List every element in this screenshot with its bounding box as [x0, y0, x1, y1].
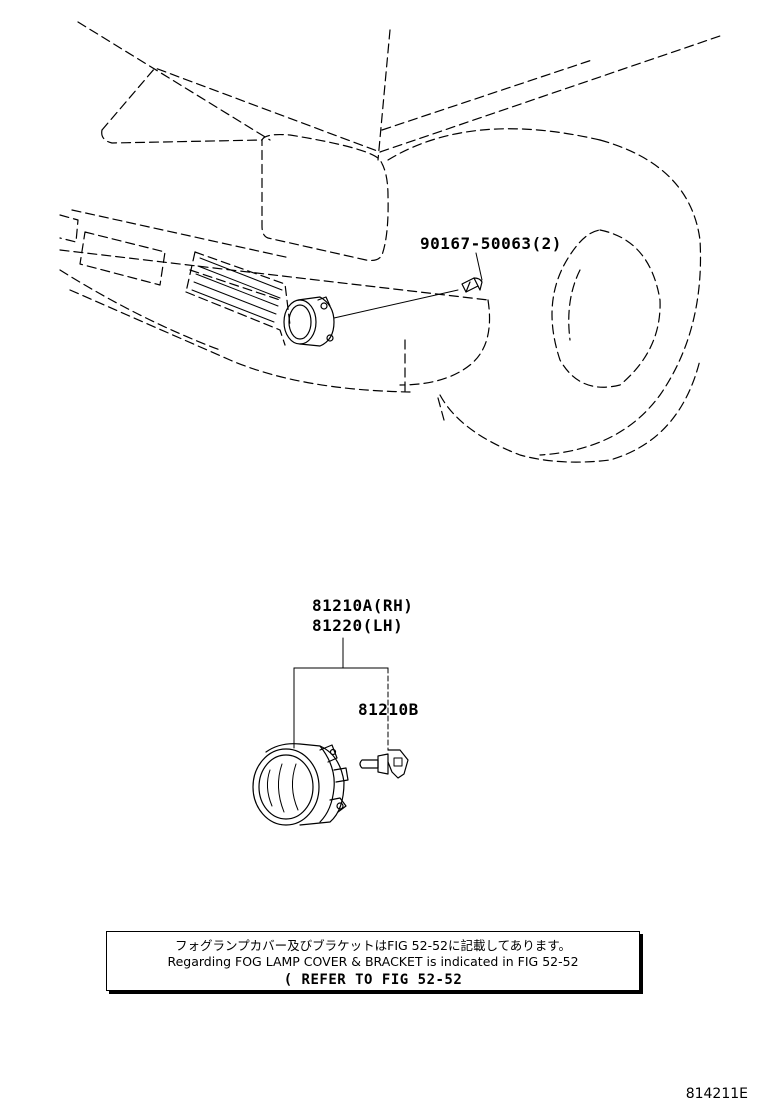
fog-lamp-recess-grille	[191, 257, 283, 323]
installed-fog-lamp	[283, 296, 335, 347]
bolt-icon	[333, 252, 483, 319]
leader-lines	[293, 637, 389, 751]
label-fog-lamp-lh-part-number: 81220(LH)	[312, 616, 404, 635]
note-japanese-text: フォグランプカバー及びブラケットはFIG 52-52に記載してあります。	[175, 938, 571, 953]
fog-lamp-assembly	[252, 743, 349, 826]
label-fog-lamp-rh-part-number: 81210A(RH)	[312, 596, 414, 615]
bulb-icon	[359, 749, 409, 779]
reference-note-box: フォグランプカバー及びブラケットはFIG 52-52に記載してあります。 Reg…	[106, 931, 640, 991]
label-bulb-part-number: 81210B	[358, 700, 419, 719]
note-reference-text: ( REFER TO FIG 52-52	[283, 972, 463, 988]
vehicle-outline	[59, 21, 721, 463]
figure-id: 814211E	[685, 1086, 748, 1102]
label-bolt-part-number: 90167-50063(2)	[420, 234, 562, 253]
note-english-text: Regarding FOG LAMP COVER & BRACKET is in…	[167, 954, 579, 969]
